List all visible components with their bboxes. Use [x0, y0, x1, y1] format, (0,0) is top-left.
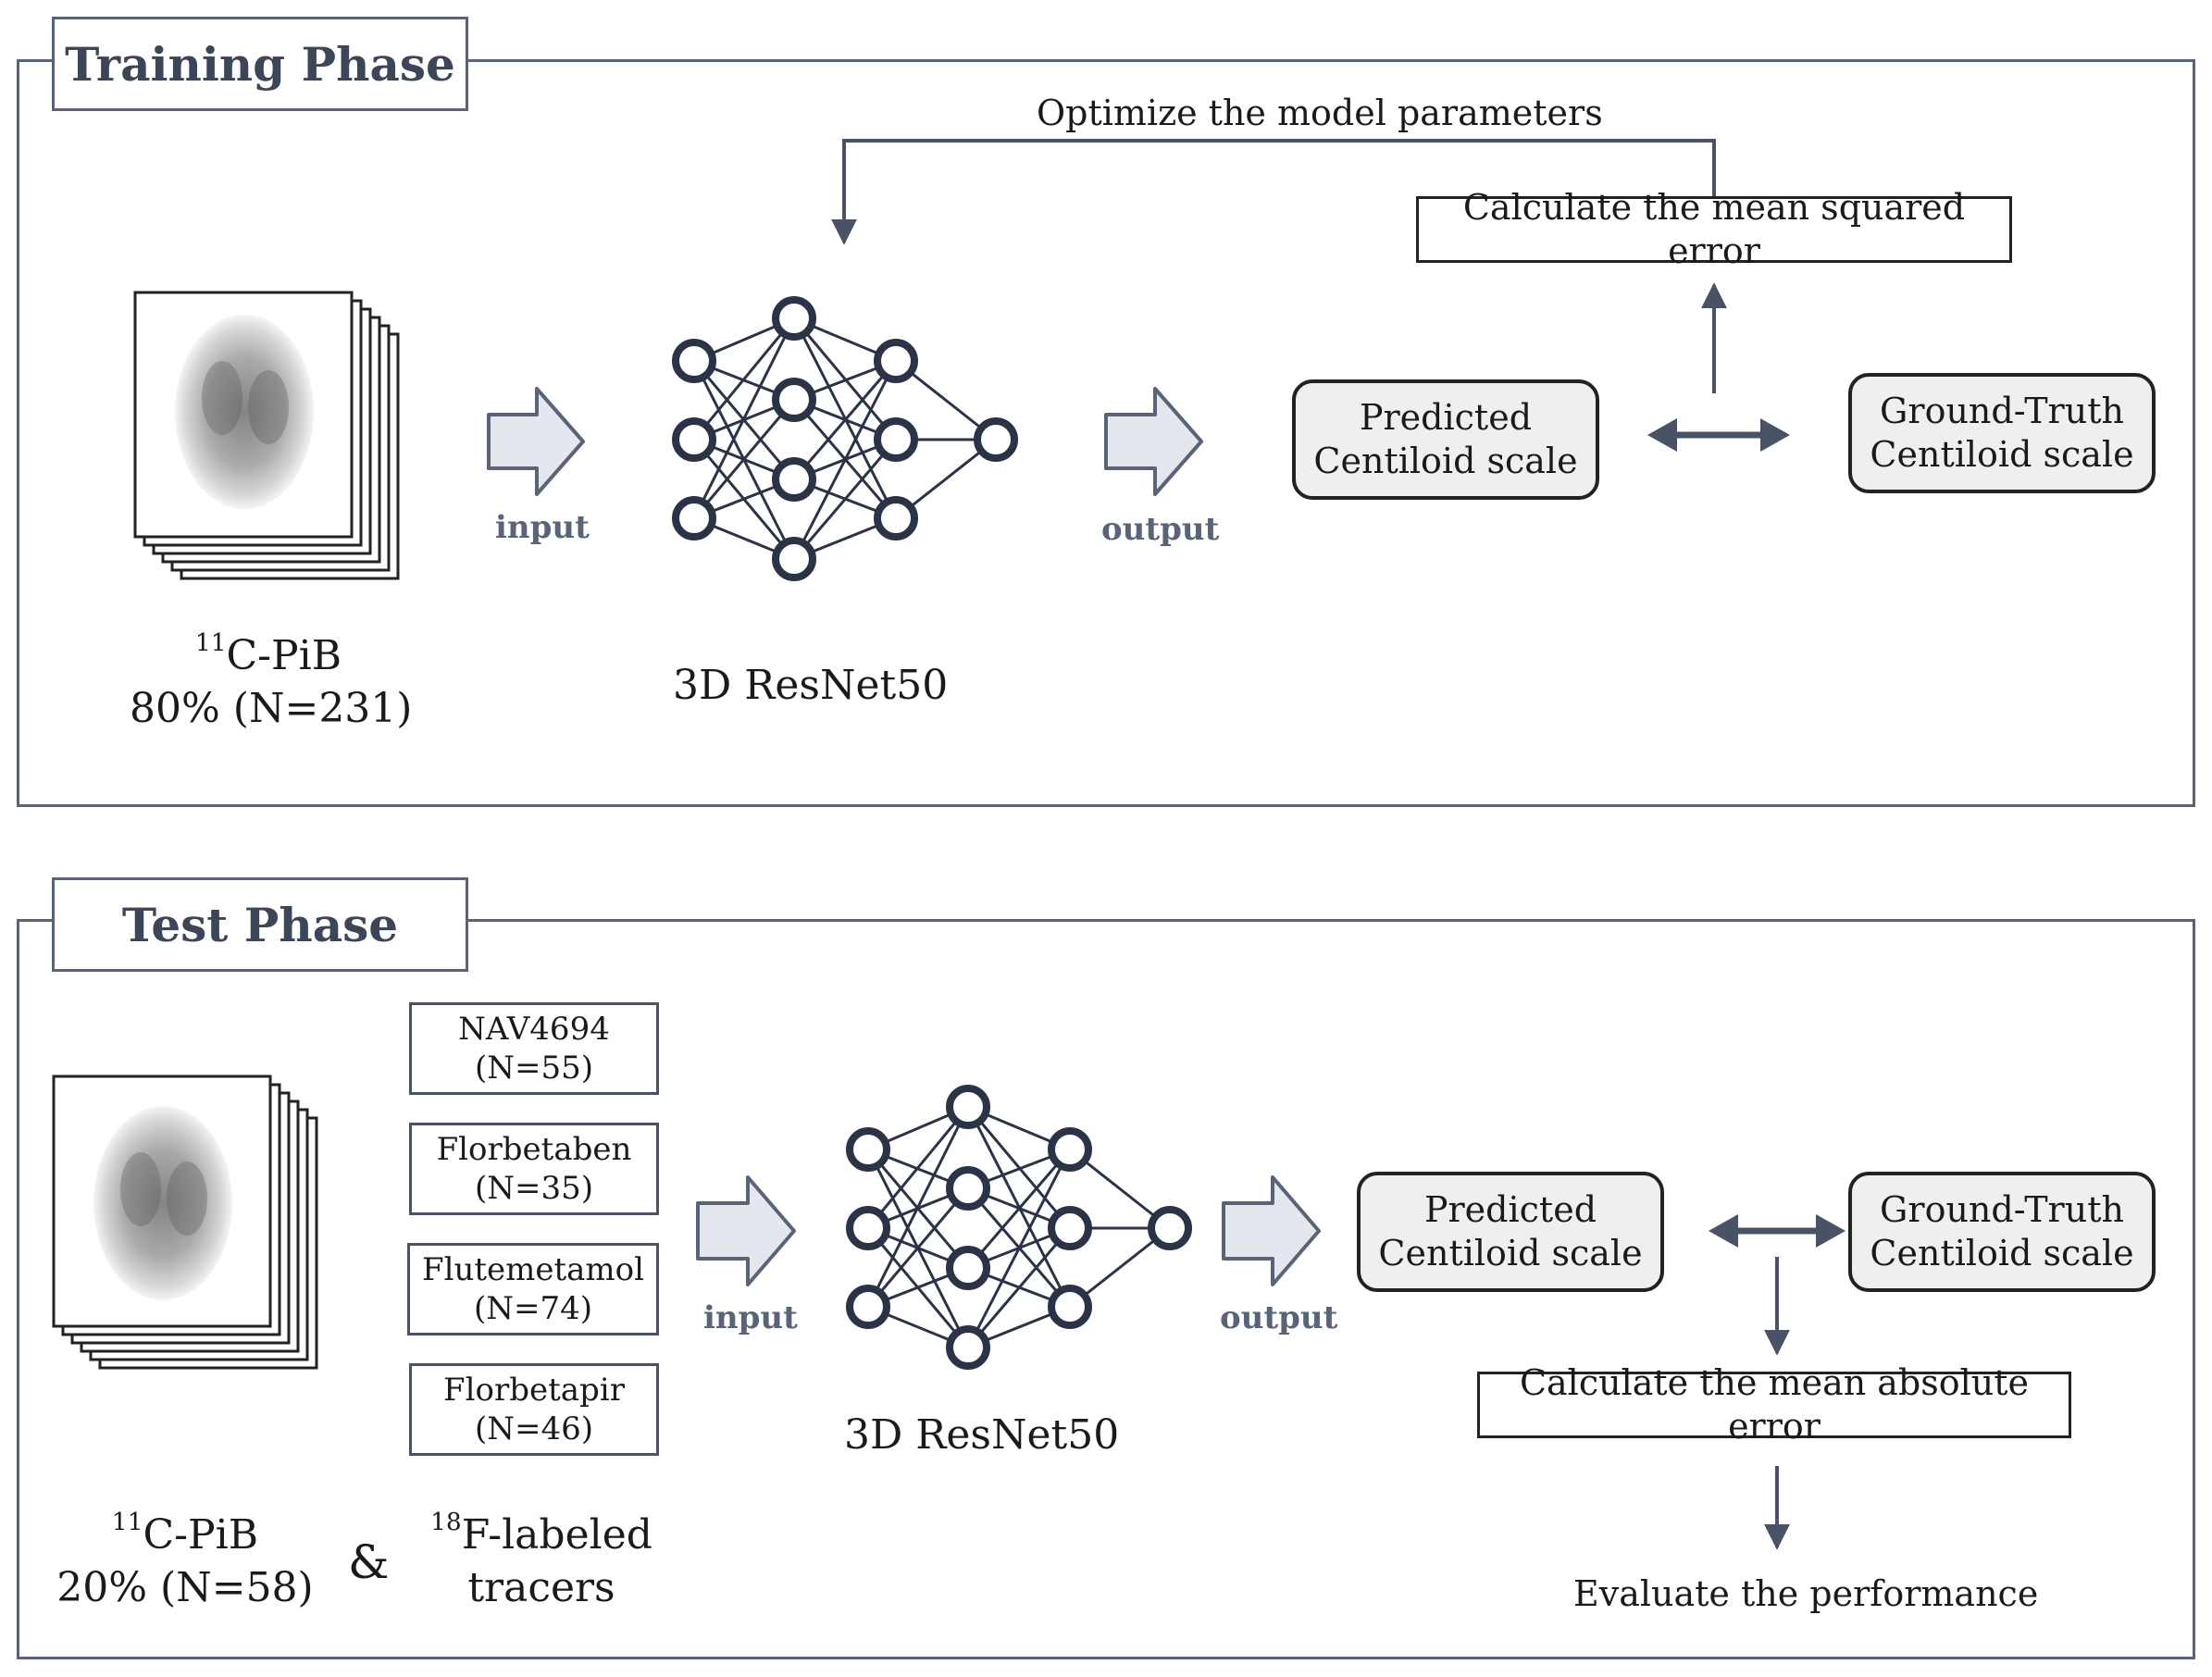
network-edge: [692, 317, 796, 441]
tracer-box-name: Florbetapir: [443, 1371, 625, 1409]
training-model-label: 3D ResNet50: [673, 662, 949, 709]
network-edge: [692, 399, 796, 519]
training-compare-double-arrow-icon: [1647, 418, 1790, 452]
network-node: [772, 378, 816, 422]
network-edge: [966, 1149, 1072, 1348]
network-node: [946, 1166, 990, 1211]
brain-scan-icon: [93, 1106, 232, 1300]
test-data-caption: 11C-PiB 20% (N=58): [46, 1509, 324, 1614]
test-input-label: input: [703, 1299, 798, 1336]
test-input-arrow-icon: [696, 1175, 796, 1286]
optimize-label: Optimize the model parameters: [1037, 93, 1603, 133]
training-pet-image-stack: [133, 291, 400, 580]
network-node: [772, 537, 816, 581]
network-node: [672, 417, 716, 462]
test-phase-frame: [17, 919, 2195, 1659]
training-input-arrow-icon: [487, 387, 585, 496]
network-node: [974, 417, 1018, 462]
network-edge: [966, 1227, 1072, 1348]
training-predicted-box: Predicted Centiloid scale: [1292, 379, 1599, 500]
tracer-box-name: Flutemetamol: [421, 1250, 645, 1288]
isotope-superscript: 11: [111, 1508, 143, 1537]
tracer-name: C-PiB: [226, 632, 342, 679]
network-node: [846, 1206, 890, 1250]
training-output-label: output: [1101, 511, 1220, 548]
f18-tracers-caption: 18F-labeled tracers: [407, 1509, 676, 1614]
network-edge: [792, 360, 898, 560]
isotope-superscript: 18: [430, 1508, 462, 1537]
network-edge: [792, 360, 898, 480]
data-split: 80% (N=231): [130, 685, 413, 733]
optimize-feedback-arrow: [831, 139, 1716, 245]
test-output-arrow-icon: [1222, 1175, 1321, 1286]
tracer-box-count: (N=35): [474, 1170, 594, 1207]
mae-box: Calculate the mean absolute error: [1477, 1362, 2071, 1447]
test-ground-truth-box: Ground-Truth Centiloid scale: [1848, 1172, 2156, 1292]
network-edge: [792, 439, 898, 560]
tracer-box-name: NAV4694: [458, 1010, 610, 1048]
tracer-label: F-labeled: [461, 1511, 652, 1559]
brain-scan-icon: [175, 315, 314, 509]
network-node: [946, 1085, 990, 1129]
network-edge: [692, 317, 796, 519]
test-neural-network-icon: [846, 1085, 1192, 1370]
network-node: [874, 339, 918, 383]
network-node: [772, 296, 816, 341]
tracer-label-line2: tracers: [467, 1564, 615, 1612]
ampersand: &: [348, 1535, 390, 1589]
network-node: [672, 339, 716, 383]
network-node: [1048, 1127, 1092, 1172]
tracer-box-name: Florbetaben: [436, 1130, 632, 1168]
network-node: [672, 496, 716, 540]
test-predicted-box: Predicted Centiloid scale: [1357, 1172, 1664, 1292]
tracer-box-count: (N=46): [474, 1410, 594, 1447]
isotope-superscript: 11: [194, 628, 227, 658]
network-edge: [866, 1187, 970, 1308]
mse-box: Calculate the mean squared error: [1416, 187, 2012, 271]
network-node: [1148, 1206, 1192, 1250]
network-node: [874, 417, 918, 462]
training-input-label: input: [495, 509, 590, 546]
tracer-box-florbetaben: Florbetaben (N=35): [409, 1123, 659, 1215]
training-output-arrow-icon: [1104, 387, 1203, 496]
network-node: [946, 1325, 990, 1370]
network-edge: [866, 1106, 970, 1229]
tracer-box-nav4694: NAV4694 (N=55): [409, 1002, 659, 1095]
network-edge: [966, 1149, 1072, 1269]
network-node: [1048, 1285, 1092, 1329]
network-node: [1048, 1206, 1092, 1250]
tracer-name: C-PiB: [143, 1511, 259, 1559]
data-split: 20% (N=58): [56, 1564, 314, 1612]
test-compare-double-arrow-icon: [1709, 1214, 1845, 1248]
test-output-label: output: [1220, 1299, 1338, 1336]
training-neural-network-icon: [672, 296, 1018, 581]
training-ground-truth-box: Ground-Truth Centiloid scale: [1848, 373, 2156, 493]
test-model-label: 3D ResNet50: [844, 1411, 1120, 1459]
network-node: [946, 1246, 990, 1290]
tracer-box-flutemetamol: Flutemetamol (N=74): [407, 1243, 659, 1335]
training-phase-title: Training Phase: [52, 17, 468, 111]
training-data-caption: 11C-PiB 80% (N=231): [130, 628, 413, 735]
evaluate-label: Evaluate the performance: [1573, 1573, 2039, 1614]
network-edge: [866, 1106, 970, 1308]
network-node: [846, 1127, 890, 1172]
tracer-box-count: (N=74): [473, 1290, 593, 1327]
test-phase-title: Test Phase: [52, 877, 468, 972]
tracer-box-florbetapir: Florbetapir (N=46): [409, 1363, 659, 1456]
tracer-box-count: (N=55): [474, 1050, 594, 1087]
test-pet-image-stack: [52, 1075, 318, 1370]
network-node: [874, 496, 918, 540]
network-node: [846, 1285, 890, 1329]
network-node: [772, 457, 816, 502]
